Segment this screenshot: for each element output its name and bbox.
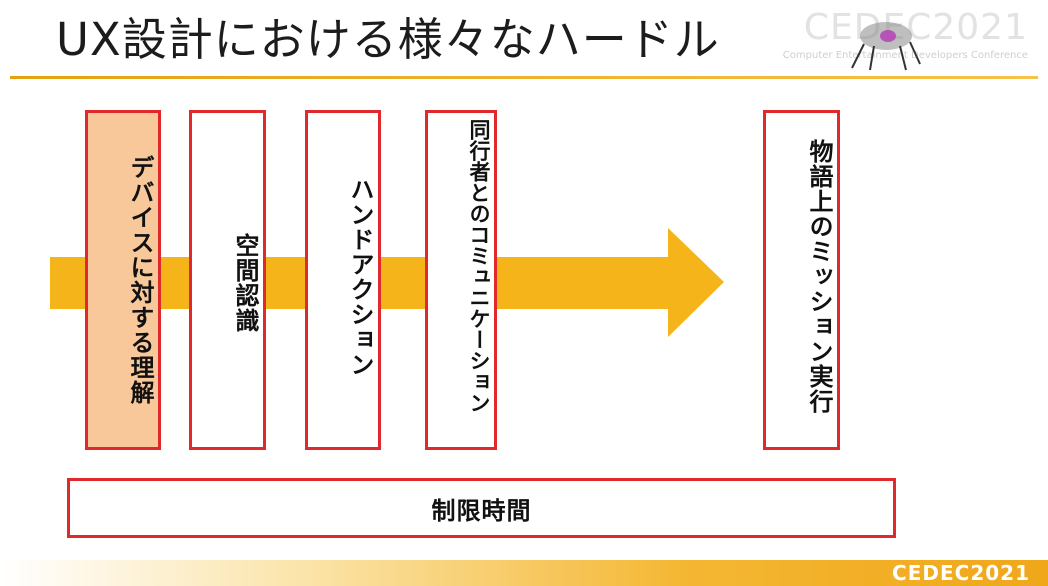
stage-label: 同行者とのコミュニケーション [467,119,491,413]
cedec-logo-header: CEDEC2021 Computer Entertainment Develop… [783,6,1028,70]
stage-box-space: 空間認識 [189,110,266,450]
stage-label: ハンドアクション [346,177,374,377]
slide-title: UX設計における様々なハードル [56,13,720,66]
stage-box-mission: 物語上のミッション実行 [763,110,840,450]
stage-box-communication: 同行者とのコミュニケーション [425,110,497,450]
bug-overlay-icon [851,22,921,71]
time-limit-label: 制限時間 [431,496,532,525]
stage-box-device: デバイスに対する理解 [85,110,161,450]
stage-label: 物語上のミッション実行 [805,139,833,414]
cedec-logo-footer: CEDEC2021 [892,561,1030,585]
stage-label: 空間認識 [231,233,259,333]
time-limit-box: 制限時間 [67,478,896,538]
stage-label: デバイスに対する理解 [126,155,154,405]
title-divider [10,76,1038,79]
cedec-logo-word: CEDEC2021 [803,7,1028,48]
stage-box-hand-action: ハンドアクション [305,110,381,450]
footer-band [0,560,1048,586]
cedec-logo-subtitle: Computer Entertainment Developers Confer… [782,50,1028,61]
